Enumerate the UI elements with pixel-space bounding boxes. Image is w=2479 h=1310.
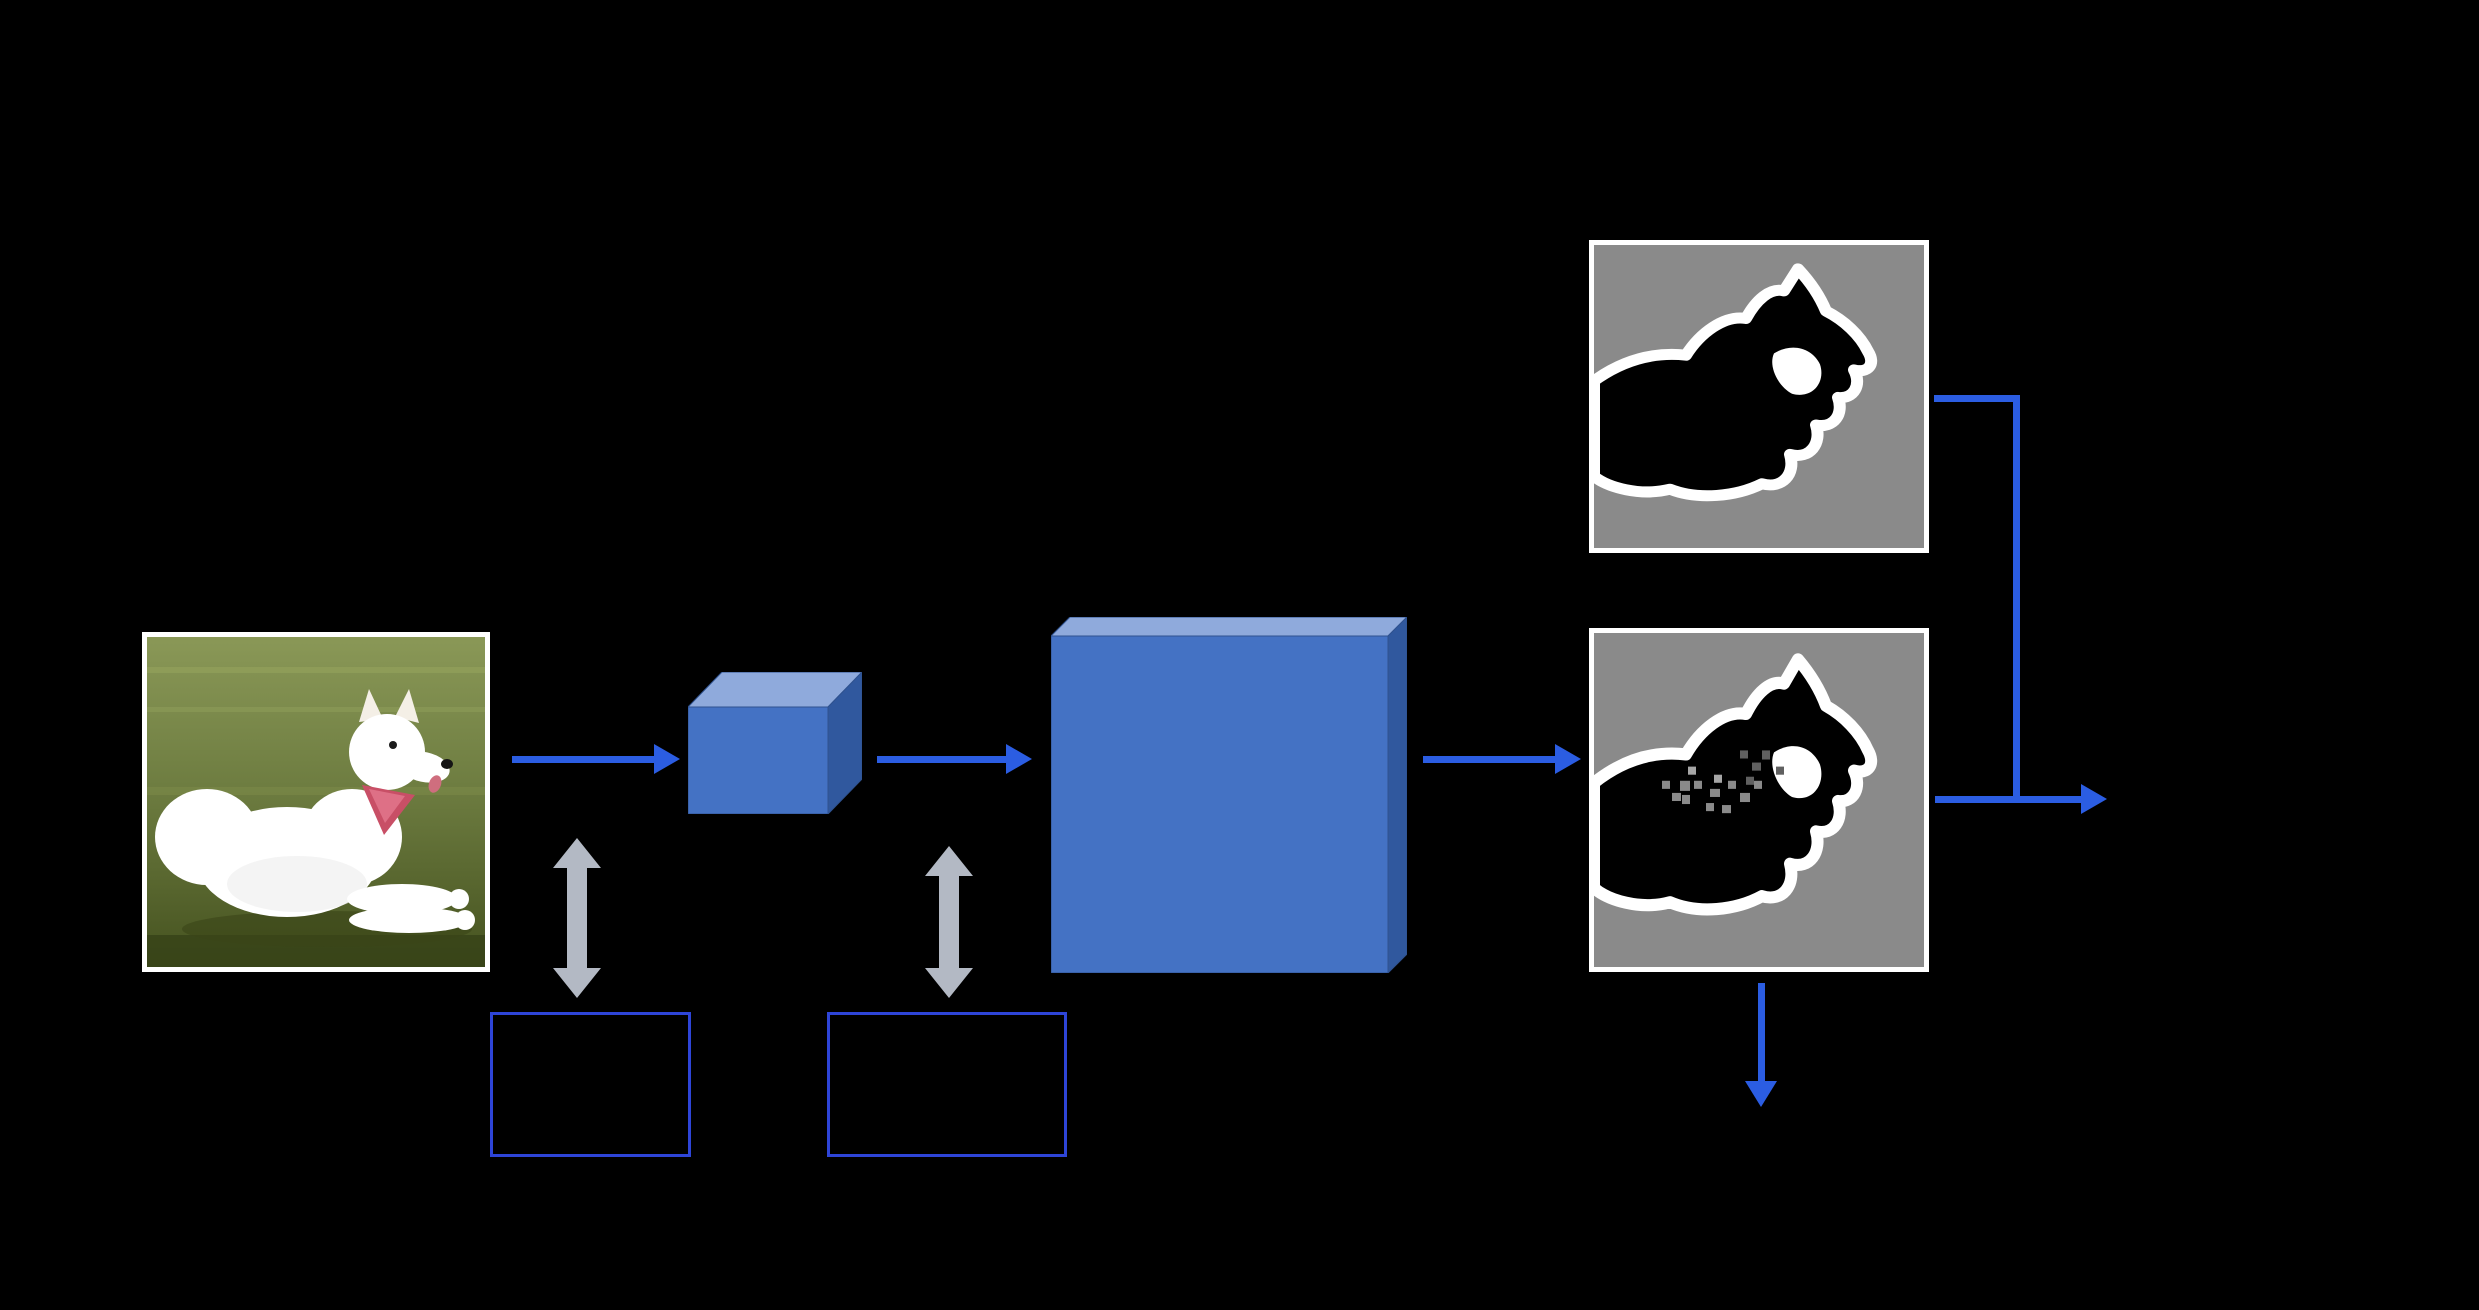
arrow-cuboid-to-block xyxy=(877,744,1032,774)
mask-inner-white-patch xyxy=(1772,746,1822,799)
mask-bottom-art xyxy=(1594,633,1924,967)
double-arrow-2 xyxy=(925,846,973,1003)
arrowhead-right-icon xyxy=(654,744,680,774)
arrow-shaft xyxy=(877,755,1006,763)
arrow-shaft xyxy=(1423,755,1555,763)
dog-bandana xyxy=(362,785,415,835)
outlined-box-2 xyxy=(827,1012,1067,1157)
mask-noise-dark xyxy=(1740,750,1784,785)
mask-inner-white-patch xyxy=(1772,347,1822,395)
outlined-box-1 xyxy=(490,1012,691,1157)
mask-bottom xyxy=(1589,628,1929,972)
mask-noise-light xyxy=(1688,766,1722,783)
arrow-shaft xyxy=(1935,795,2081,803)
dog-photo-art xyxy=(147,637,485,967)
cuboid-large-art xyxy=(1051,617,1407,973)
arrowhead-right-icon xyxy=(1555,744,1581,774)
double-arrow-icon xyxy=(925,846,973,998)
cuboid-large xyxy=(1051,617,1407,973)
arrow-block-to-mask xyxy=(1423,744,1581,774)
cuboid-small-art xyxy=(688,672,862,814)
double-arrow-icon xyxy=(553,838,601,998)
arrow-photo-to-cuboid xyxy=(512,744,680,774)
arrowhead-right-icon xyxy=(2081,784,2107,814)
dog-figure xyxy=(155,689,475,933)
mask-top xyxy=(1589,240,1929,553)
arrow-shaft xyxy=(512,755,654,763)
connector-top-mask-vertical xyxy=(2013,395,2020,802)
dog-photo xyxy=(142,632,490,972)
mask-noise xyxy=(1662,780,1762,814)
arrow-mask-down xyxy=(1745,983,1777,1107)
arrow-output xyxy=(1935,784,2107,814)
arrowhead-down-icon xyxy=(1745,1081,1777,1107)
arrow-shaft xyxy=(1757,983,1765,1081)
double-arrow-1 xyxy=(553,838,601,1003)
mask-top-art xyxy=(1594,245,1924,548)
connector-top-mask-horizontal xyxy=(1934,395,2020,402)
cuboid-small xyxy=(688,672,862,814)
arrowhead-right-icon xyxy=(1006,744,1032,774)
mask-silhouette xyxy=(1594,263,1878,502)
